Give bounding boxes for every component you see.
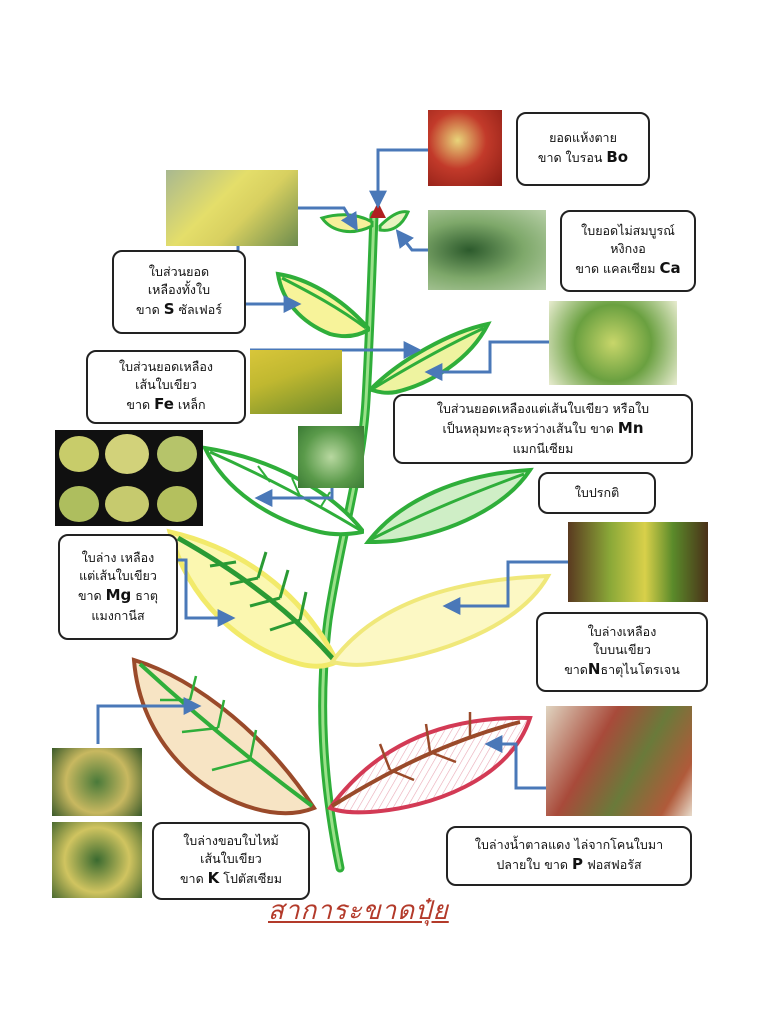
photo-boron-dieback <box>428 110 502 186</box>
arrow-leaf-left <box>254 488 334 507</box>
label-iron: ใบส่วนยอดเหลือง เส้นใบเขียว ขาด Fe เหล็ก <box>86 350 246 424</box>
label-magnesium: ใบล่าง เหลือง แต่เส้นใบเขียว ขาด Mg ธาตุ… <box>58 534 178 640</box>
label-normal: ใบปรกติ <box>538 472 656 514</box>
leaf-magnesium <box>166 528 339 669</box>
arrow-sulfur-top <box>296 206 358 232</box>
photo-potassium-leaves-2 <box>52 822 142 898</box>
photo-iron-leaf <box>250 350 342 414</box>
arrow-phosphorus <box>484 735 546 790</box>
label-potassium: ใบล่างขอบใบไหม้ เส้นใบเขียว ขาด K โปตัสเ… <box>152 822 310 900</box>
photo-potassium-leaves-1 <box>52 748 142 816</box>
label-sulfur: ใบส่วนยอด เหลืองทั้งใบ ขาด S ซัลเฟอร์ <box>112 250 246 334</box>
arrow-calcium <box>395 229 430 252</box>
top-small-leaf-right <box>378 210 411 232</box>
signature: สาการะขาดปุ๋ย <box>268 896 449 926</box>
photo-phosphorus-leaf <box>546 706 692 816</box>
label-boron: ยอดแห้งตาย ขาด ใบรอน Bo <box>516 112 650 186</box>
photo-leaves-on-black <box>55 430 203 526</box>
arrow-boron <box>369 148 428 209</box>
label-calcium: ใบยอดไม่สมบูรณ์ หงิกงอ ขาด แคลเซียม Ca <box>560 210 696 292</box>
photo-normal-leaf <box>298 426 364 488</box>
arrow-nitrogen <box>442 560 568 615</box>
label-phosphorus: ใบล่างน้ำตาลแดง ไล่จากโคนใบมา ปลายใบ ขาด… <box>446 826 692 886</box>
leaf-nitrogen <box>328 573 552 667</box>
arrow-magnesium <box>172 558 236 627</box>
photo-nitrogen-plant <box>568 522 708 602</box>
photo-calcium-leaf <box>428 210 546 290</box>
terminal-bud <box>370 202 386 218</box>
arrow-potassium <box>96 697 202 744</box>
photo-sulfur-leaves <box>166 170 298 246</box>
label-manganese: ใบส่วนยอดเหลืองแต่เส้นใบเขียว หรือใบ เป็… <box>393 394 693 464</box>
photo-manganese-leaves <box>549 301 677 385</box>
top-small-leaf-left <box>319 213 374 234</box>
leaf-phosphorus <box>326 715 533 815</box>
label-nitrogen: ใบล่างเหลือง ใบบนเขียว ขาดNธาตุไนโตรเจน <box>536 612 708 692</box>
arrow-manganese <box>424 340 552 381</box>
arrows <box>96 148 568 790</box>
